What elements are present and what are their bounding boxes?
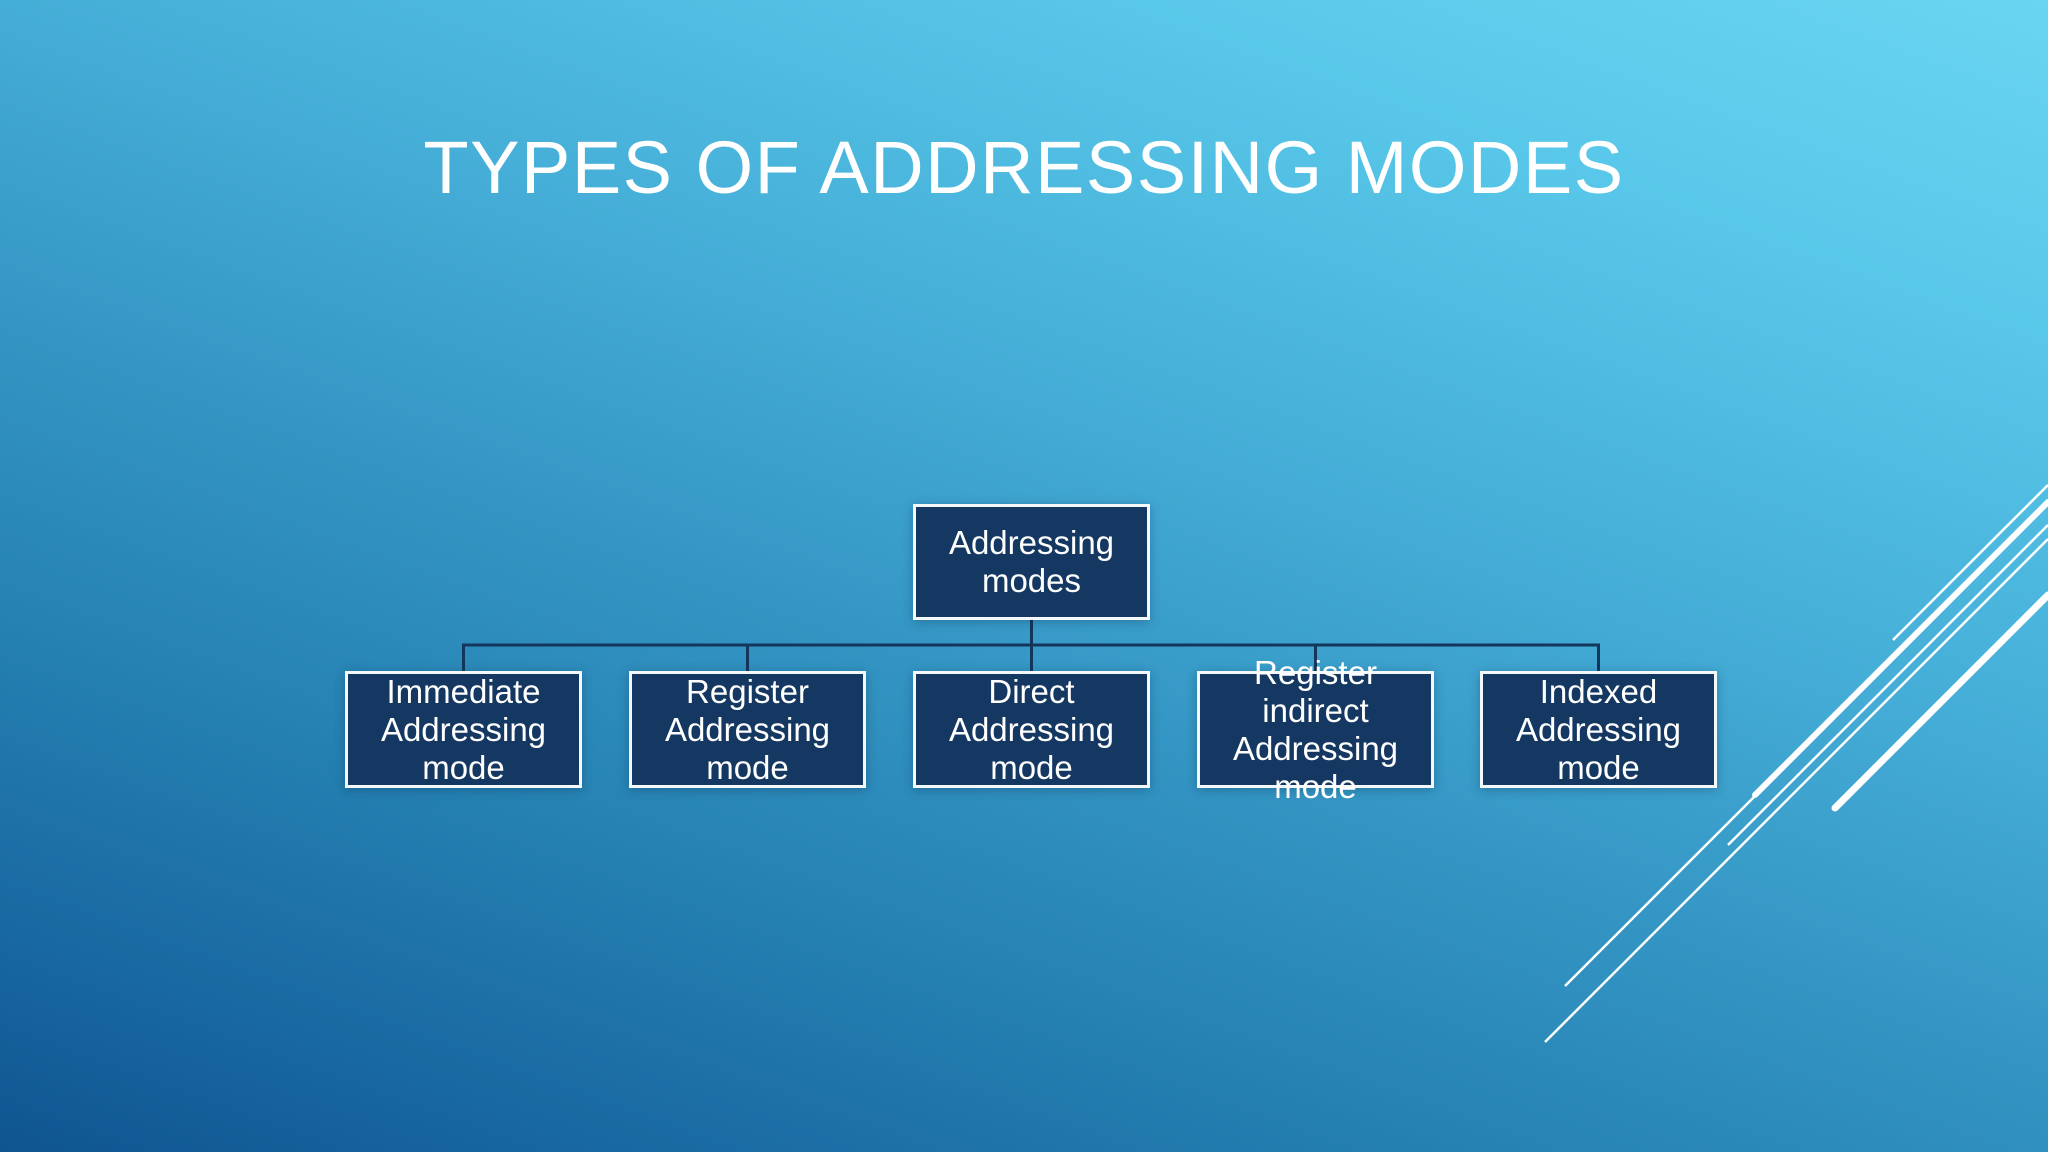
org-node-direct-addressing-mode: Direct Addressing mode	[913, 671, 1150, 788]
org-node-register-indirect-addressing-mode: Register indirect Addressing mode	[1197, 654, 1434, 805]
org-node-addressing-modes: Addressing modes	[913, 504, 1150, 620]
slide-title: TYPES OF ADDRESSING MODES	[423, 126, 1625, 209]
org-node-indexed-addressing-mode: Indexed Addressing mode	[1480, 671, 1717, 788]
org-node-immediate-addressing-mode: Immediate Addressing mode	[345, 671, 582, 788]
org-node-register-addressing-mode: Register Addressing mode	[629, 671, 866, 788]
